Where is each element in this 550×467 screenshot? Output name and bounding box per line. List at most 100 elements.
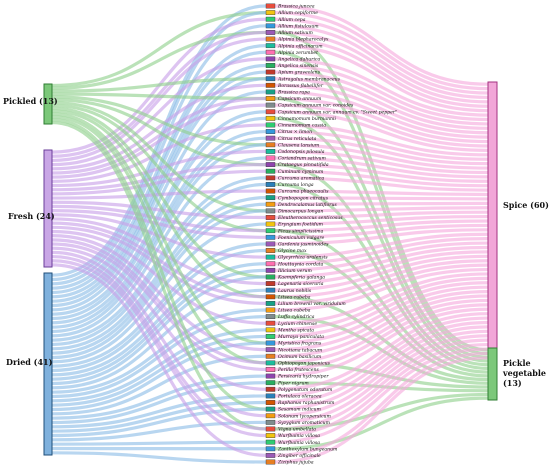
species-node (265, 89, 276, 95)
species-node (265, 380, 276, 386)
flow-fresh-to-species (51, 217, 267, 286)
flow-species-to-spice (274, 214, 489, 226)
species-node (265, 69, 276, 75)
species-node (265, 294, 276, 300)
flow-species-to-spice (274, 281, 489, 339)
species-node (265, 446, 276, 452)
species-label: Capsicum annuum var. annuum cv. "Sweet p… (278, 109, 397, 115)
flow-species-to-spice (274, 320, 489, 405)
flow-dried-to-species (51, 136, 267, 329)
species-label: Litsea cubeba (277, 294, 311, 300)
species-node (265, 347, 276, 353)
species-label: Allium fistulosum (277, 23, 319, 29)
species-label: Sesamum indicum (278, 407, 321, 413)
flow-species-to-spice (274, 245, 489, 279)
species-label: Lagenaria siceraria (277, 281, 324, 287)
species-label: Gardenia jasminoides (278, 242, 329, 248)
flow-pickled-to-species (51, 77, 267, 93)
flow-species-to-spice (274, 163, 489, 183)
species-node (265, 406, 276, 412)
species-node (265, 327, 276, 333)
species-node (265, 307, 276, 313)
species-label: Perilla frutescens (277, 367, 319, 373)
flow-species-to-spice (274, 210, 489, 220)
flow-species-to-spice (274, 149, 489, 175)
species-node (265, 49, 276, 55)
species-label: Solanum lycopersicum (278, 413, 331, 419)
flow-fresh-to-species (51, 57, 267, 167)
species-node (265, 373, 276, 379)
flow-species-to-spice (274, 223, 489, 239)
flow-species-to-spice (274, 259, 489, 299)
category-node-pickled (43, 83, 53, 125)
species-node (265, 254, 276, 260)
flow-dried-to-species (51, 440, 267, 446)
flow-species-to-spice (274, 338, 489, 431)
species-node (265, 102, 276, 108)
species-node (265, 30, 276, 35)
species-label: Myristica fragrans (277, 341, 322, 347)
species-node (265, 63, 276, 68)
species-node (265, 274, 276, 280)
species-node (265, 261, 276, 267)
species-node (265, 439, 276, 445)
flow-species-to-spice (274, 83, 489, 135)
species-node (265, 215, 276, 220)
flow-species-to-spice (274, 263, 489, 305)
flow-fresh-to-species (51, 96, 267, 175)
flow-links (51, 4, 489, 464)
flow-dried-to-species (51, 70, 267, 303)
species-label: Cymbopogon citratus (278, 195, 329, 201)
species-label: Zanthoxylum bungeanum (277, 446, 338, 452)
species-label: Luffa cylindrica (277, 314, 315, 320)
flow-species-to-spice (274, 307, 489, 378)
flow-species-to-spice (274, 241, 489, 272)
flow-pickled-to-species (51, 30, 267, 90)
flow-pickled-to-species (51, 106, 267, 279)
species-node (265, 208, 276, 214)
flow-fresh-to-species (51, 263, 267, 457)
flow-fresh-to-species (51, 169, 267, 196)
flow-fresh-to-species (51, 246, 267, 391)
species-node (265, 241, 276, 247)
flow-species-to-spice (274, 294, 489, 358)
flow-species-to-spice (274, 77, 489, 130)
flow-species-to-spice (274, 57, 489, 117)
species-node (265, 234, 276, 240)
species-label: Brassica rapa (277, 90, 310, 96)
flow-species-to-spice (274, 303, 489, 372)
species-node (265, 419, 276, 425)
species-node (265, 82, 276, 88)
flow-species-to-spice (274, 44, 489, 113)
node-label-pickle-vegetable: Pickle vegetable (13) (503, 358, 547, 388)
flow-species-to-spice (274, 334, 489, 424)
flow-dried-to-species (51, 400, 267, 433)
species-node (265, 367, 276, 372)
species-label: Alpinia blepharocalyx (277, 37, 329, 43)
species-node (265, 76, 276, 82)
species-node (265, 393, 276, 399)
flow-fresh-to-species (51, 259, 267, 438)
species-node (265, 155, 276, 161)
species-node (265, 135, 276, 141)
species-node (265, 168, 276, 174)
species-label: Piper nigrum (277, 380, 309, 386)
flow-species-to-spice (274, 312, 489, 391)
species-node (265, 148, 276, 154)
species-node (265, 129, 276, 134)
species-label: Houttuynia cordata (277, 261, 324, 267)
flow-species-to-spice (274, 96, 489, 144)
species-label: Cinnamomum burmannii (278, 116, 336, 122)
flow-fresh-to-species (51, 103, 267, 179)
species-label: Angelica dahurica (277, 56, 320, 62)
flow-species-to-spice (274, 237, 489, 266)
flow-species-to-spice (274, 90, 489, 139)
species-label: Wurfbainia villosa (278, 433, 320, 439)
flow-species-to-spice (274, 103, 489, 148)
flow-species-to-spice (274, 254, 489, 292)
species-label: Codonopsis pilosula (278, 149, 325, 155)
species-node (265, 281, 276, 286)
species-label: Angelica sinensis (277, 63, 319, 69)
flow-fresh-to-species (51, 123, 267, 183)
species-node (265, 16, 276, 22)
